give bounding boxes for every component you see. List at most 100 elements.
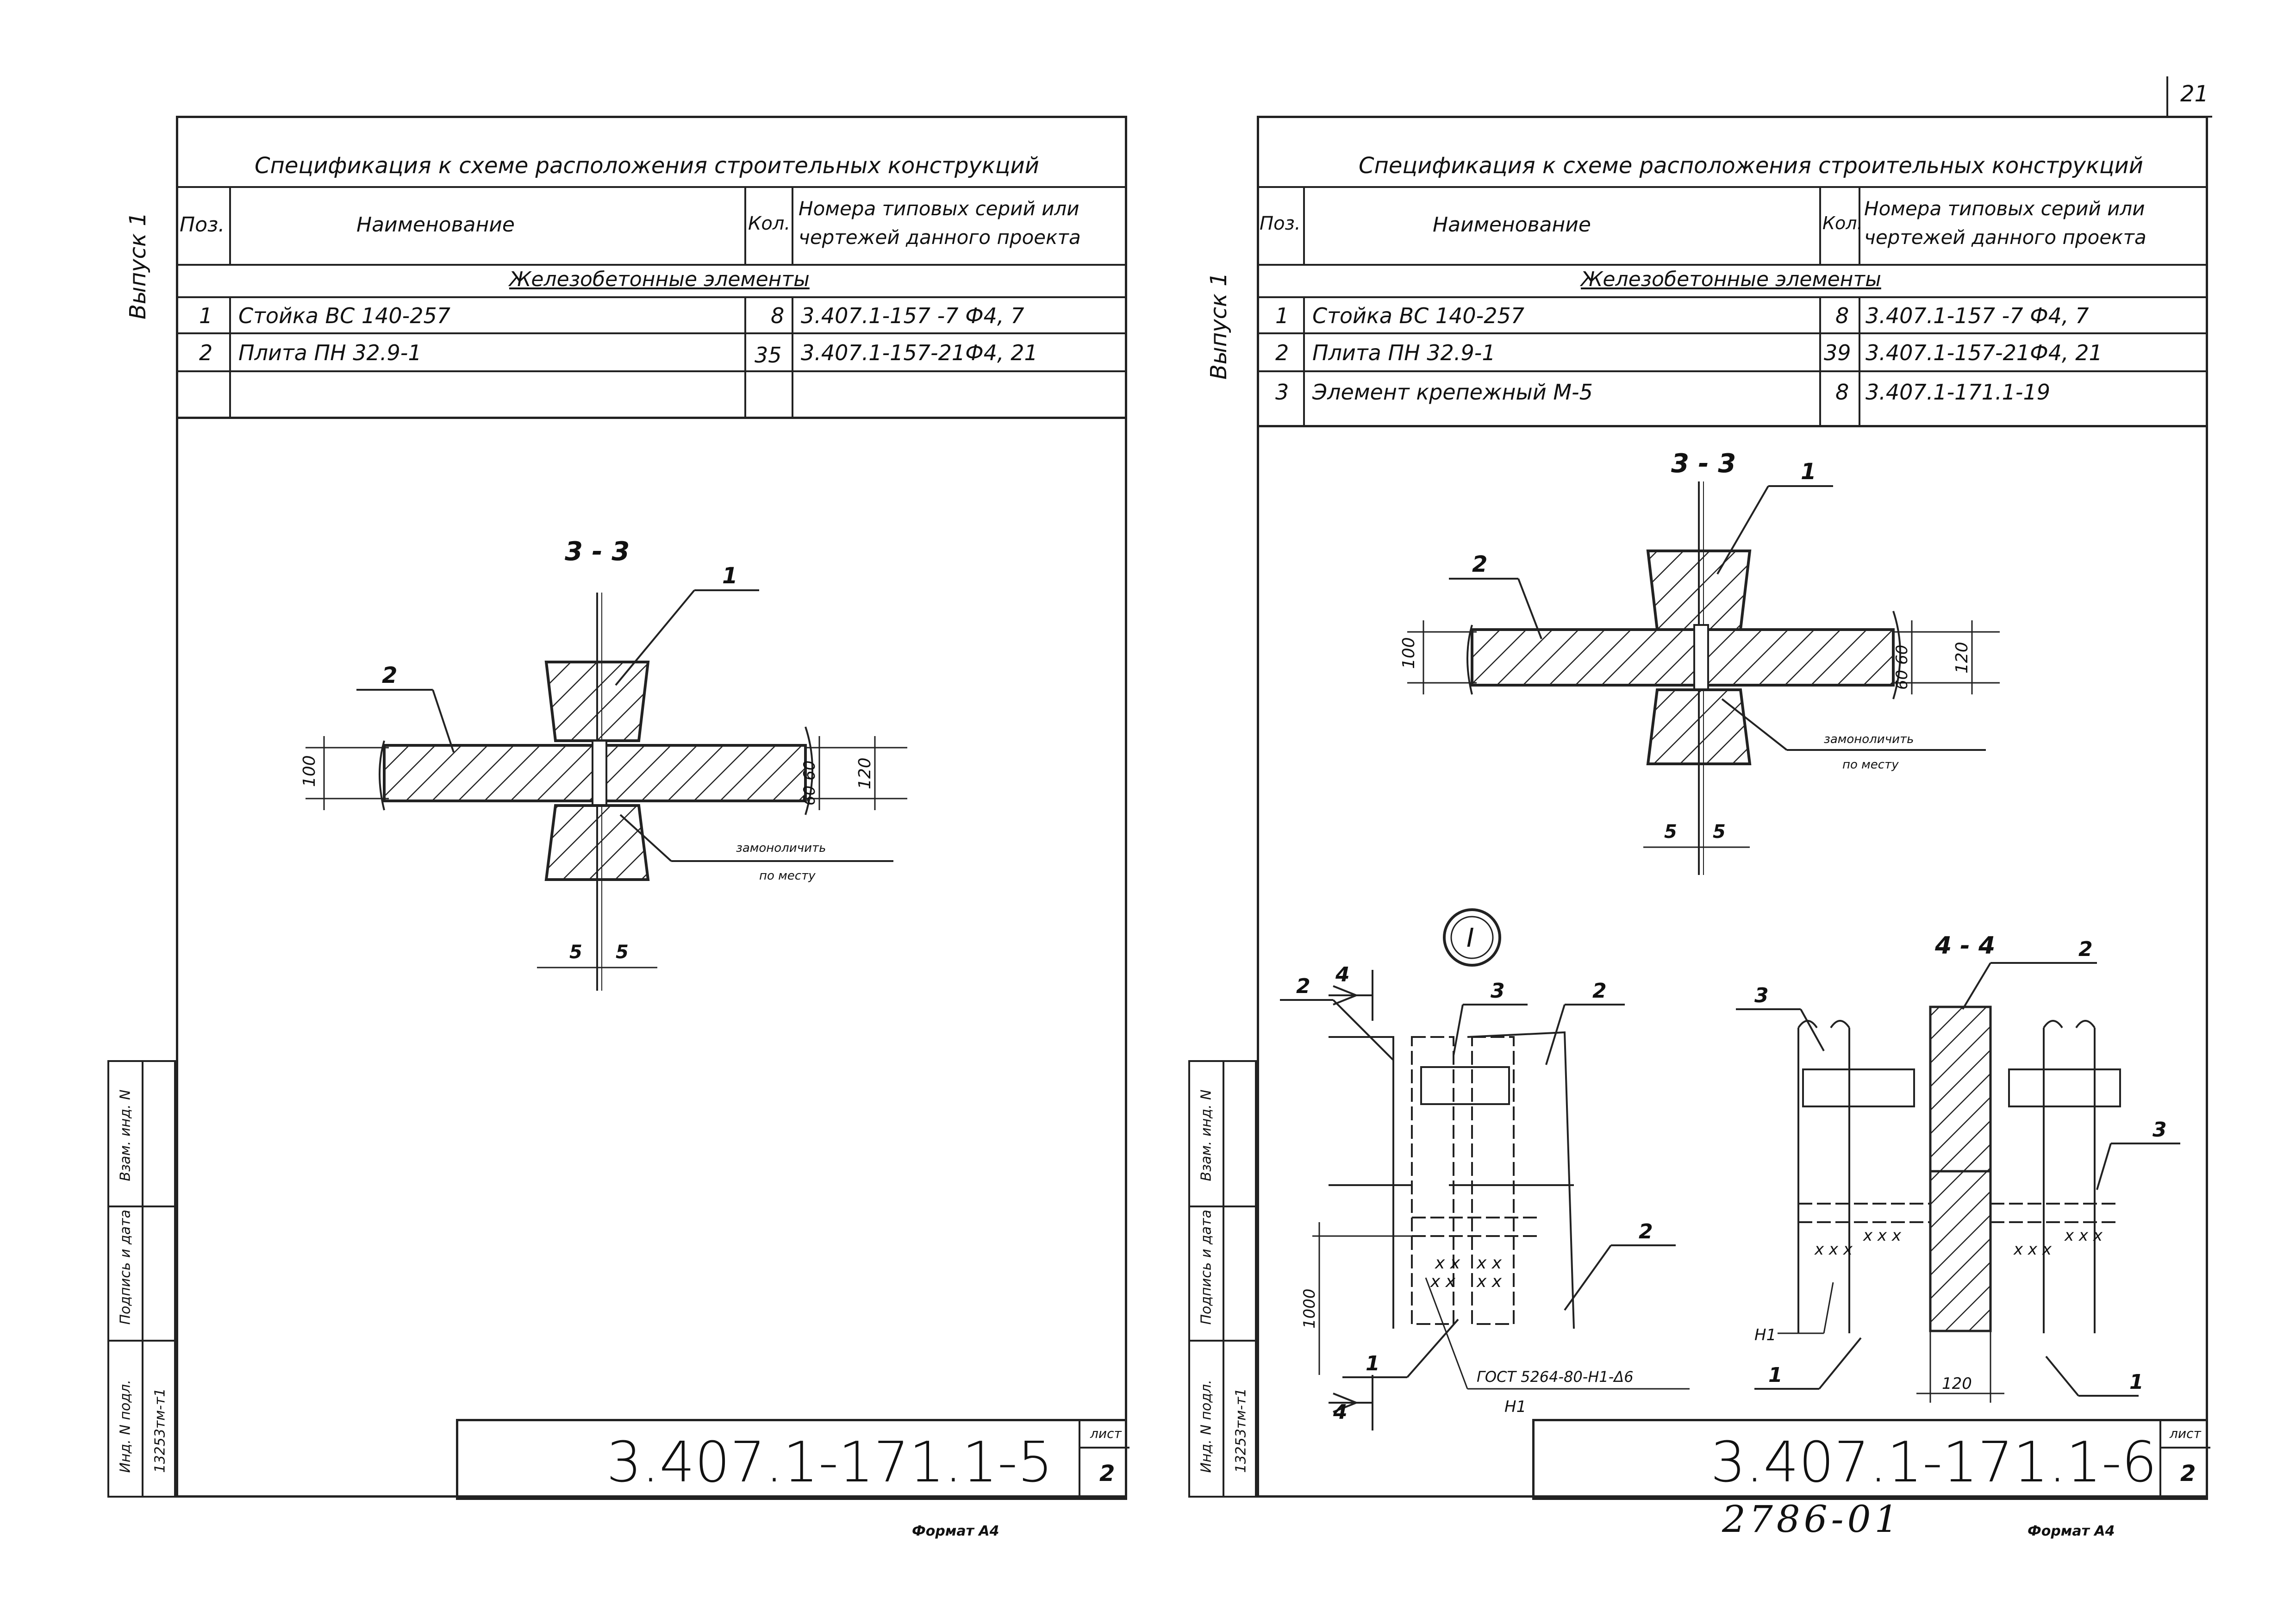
right-header-pos: Поз. xyxy=(1260,213,1301,234)
right-header-series: Номера типовых серий или чертежей данног… xyxy=(1864,197,2146,249)
svg-text:x x x: x x x xyxy=(2064,1226,2103,1245)
left-dim-5b: 5 xyxy=(616,942,629,963)
left-row1-series: 3.407.1-157 -7 Ф4, 7 xyxy=(801,303,1024,328)
svg-text:x x: x x xyxy=(1476,1272,1502,1291)
left-spec-table: Спецификация к схеме расположения строит… xyxy=(176,148,1127,426)
detail-gost: ГОСТ 5264-80-Н1-Δ6 xyxy=(1477,1368,1634,1386)
right-row2-name: Плита ПН 32.9-1 xyxy=(1312,340,1496,365)
left-header-qty: Кол. xyxy=(748,213,791,234)
right-note-line1: замоноличить xyxy=(1824,732,1914,746)
page-number-box xyxy=(2166,76,2212,118)
right-row1-pos: 1 xyxy=(1275,303,1289,328)
right-stamp-vzam-label: Взам. инд. N xyxy=(1198,1089,1215,1181)
left-row2-pos: 2 xyxy=(199,340,213,365)
right-spec-table: Спецификация к схеме расположения строит… xyxy=(1257,148,2208,427)
right-stamp-inv-value: 13253тм-т1 xyxy=(1233,1388,1249,1473)
right-row2-series: 3.407.1-157-21Ф4, 21 xyxy=(1866,340,2103,365)
right-row3-pos: 3 xyxy=(1275,380,1289,405)
stamp-vzam-label: Взам. инд. N xyxy=(117,1089,134,1181)
right-dim-5b: 5 xyxy=(1713,821,1726,843)
right-dim-5a: 5 xyxy=(1664,821,1677,843)
left-row2-name: Плита ПН 32.9-1 xyxy=(238,340,422,365)
svg-text:x x x: x x x xyxy=(1863,1226,1902,1245)
detail-c3: 3 xyxy=(1491,979,1505,1003)
left-callout-2: 2 xyxy=(382,662,397,688)
right-stamp-inv-label: Инд. N подл. xyxy=(1198,1380,1215,1473)
svg-text:x x: x x xyxy=(1435,1254,1460,1273)
svg-text:x x x: x x x xyxy=(2013,1240,2052,1259)
right-list-label: лист xyxy=(2170,1426,2201,1441)
left-margin-stamp: Взам. инд. N Подпись и дата Инд. N подл.… xyxy=(107,1060,176,1498)
detail-weld: Н1 xyxy=(1504,1398,1526,1416)
left-vypusk-label: Выпуск 1 xyxy=(125,212,151,319)
page-number: 21 xyxy=(2180,81,2209,107)
stamp-inv-label: Инд. N подл. xyxy=(117,1380,134,1473)
svg-text:x x: x x xyxy=(1430,1272,1456,1291)
right-row1-qty: 8 xyxy=(1835,303,1849,328)
svg-text:x x: x x xyxy=(1476,1254,1502,1273)
right-dim-120: 120 xyxy=(1953,642,1972,674)
right-stamp-podpis-label: Подпись и дата xyxy=(1198,1210,1215,1325)
left-section-3-3-drawing: 3 - 3 1 2 100 60 60 120 замоноличить по … xyxy=(300,537,907,991)
right-dim-100: 100 xyxy=(1399,637,1418,669)
sec44-dim-120: 120 xyxy=(1942,1374,1972,1393)
left-list-label: лист xyxy=(1090,1426,1122,1441)
left-dim-120: 120 xyxy=(855,757,874,789)
right-row3-name: Элемент крепежный М-5 xyxy=(1312,380,1593,405)
detail-c2a: 2 xyxy=(1296,974,1310,998)
left-list-number: 2 xyxy=(1099,1461,1115,1487)
left-dim-100: 100 xyxy=(300,755,319,787)
left-row1-name: Стойка ВС 140-257 xyxy=(238,303,451,328)
detail-c1: 1 xyxy=(1366,1352,1380,1375)
right-dim-6060: 60 60 xyxy=(1893,645,1911,690)
detail-c2b: 2 xyxy=(1592,979,1607,1003)
left-row2-qty: 35 xyxy=(755,343,782,368)
detail-c2c: 2 xyxy=(1639,1220,1653,1243)
right-header-qty: Кол. xyxy=(1822,213,1863,233)
left-header-pos: Поз. xyxy=(180,213,225,237)
right-callout-2: 2 xyxy=(1472,551,1487,577)
detail-cut-a: 4 xyxy=(1335,963,1350,987)
sec44-c2: 2 xyxy=(2078,937,2093,961)
right-margin-stamp: Взам. инд. N Подпись и дата Инд. N подл.… xyxy=(1188,1060,1257,1498)
right-row3-series: 3.407.1-171.1-19 xyxy=(1866,380,2050,405)
left-format-label: Формат А4 xyxy=(912,1523,999,1539)
left-row2-series: 3.407.1-157-21Ф4, 21 xyxy=(801,340,1038,365)
right-sheet-frame xyxy=(1257,116,2208,1498)
right-section-label: Железобетонные элементы xyxy=(1581,268,1881,291)
stamp-podpis-label: Подпись и дата xyxy=(117,1210,134,1325)
left-section-label: Железобетонные элементы xyxy=(509,268,810,291)
sec44-c3a: 3 xyxy=(1754,984,1769,1007)
right-section-4-4-drawing: 4 - 4 x x x x x x x x x x x x 2 3 3 Н1 1… xyxy=(1736,932,2180,1403)
left-doc-code: 3.407.1-171.1-5 xyxy=(606,1430,1053,1495)
right-row2-qty: 39 xyxy=(1824,340,1851,365)
left-title-block: 3.407.1-171.1-5 лист 2 xyxy=(456,1419,1129,1500)
right-doc-code: 3.407.1-171.1-6 xyxy=(1710,1430,2157,1495)
right-title-block: 3.407.1-171.1-6 лист 2 xyxy=(1532,1419,2210,1500)
right-row2-pos: 2 xyxy=(1275,340,1289,365)
detail-cut-b: 4 xyxy=(1333,1400,1348,1424)
left-spec-title: Спецификация к схеме расположения строит… xyxy=(255,153,1039,179)
detail-dim-1000: 1000 xyxy=(1300,1288,1319,1329)
right-33-label: 3 - 3 xyxy=(1671,449,1736,479)
right-vypusk-label: Выпуск 1 xyxy=(1206,272,1232,380)
right-note-line2: по месту xyxy=(1842,758,1899,772)
right-row1-name: Стойка ВС 140-257 xyxy=(1312,303,1525,328)
left-header-name: Наименование xyxy=(356,213,515,237)
left-33-label: 3 - 3 xyxy=(565,537,630,567)
left-sheet-frame xyxy=(176,116,1127,1498)
sec44-c1b: 1 xyxy=(2129,1370,2144,1394)
left-dim-6060: 60 60 xyxy=(800,761,819,806)
sec44-label: 4 - 4 xyxy=(1934,932,1995,960)
sec44-c3b: 3 xyxy=(2152,1118,2167,1142)
sec44-c1a: 1 xyxy=(1768,1363,1783,1387)
right-row3-qty: 8 xyxy=(1835,380,1849,405)
right-list-number: 2 xyxy=(2180,1461,2196,1487)
left-note-line1: замоноличить xyxy=(736,841,826,855)
right-row1-series: 3.407.1-157 -7 Ф4, 7 xyxy=(1866,303,2089,328)
left-dim-5a: 5 xyxy=(569,942,582,963)
detail-node-label: I xyxy=(1466,923,1474,953)
right-format-label: Формат А4 xyxy=(2028,1523,2115,1539)
sec44-n1: Н1 xyxy=(1754,1326,1776,1344)
right-callout-1: 1 xyxy=(1801,459,1816,485)
